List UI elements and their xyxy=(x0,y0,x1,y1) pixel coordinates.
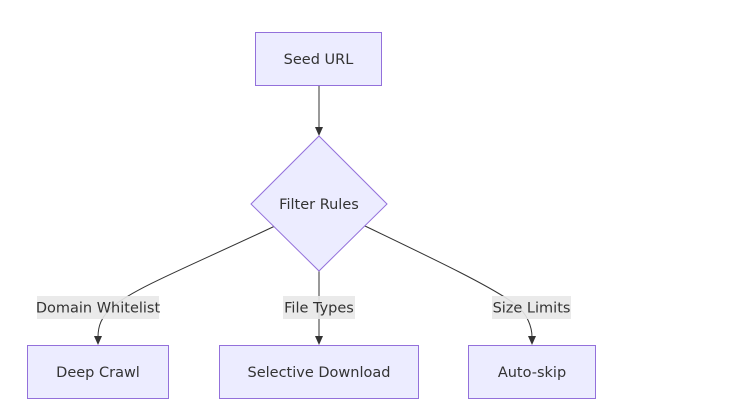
arrowhead xyxy=(315,336,323,345)
arrowhead xyxy=(315,127,323,136)
node-label: Selective Download xyxy=(248,365,391,381)
node-label: Auto-skip xyxy=(498,365,566,381)
node-filter-rules: Filter Rules xyxy=(250,135,388,272)
node-deep-crawl: Deep Crawl xyxy=(27,345,169,399)
arrowhead xyxy=(94,336,102,345)
edge-label-size-limits: Size Limits xyxy=(492,296,571,319)
node-seed-url: Seed URL xyxy=(255,32,382,86)
edge-label-file-types: File Types xyxy=(283,296,355,319)
edge-label-text: File Types xyxy=(284,301,354,317)
edge-filter-to-auto-skip xyxy=(364,225,536,345)
edge-label-text: Size Limits xyxy=(493,301,571,317)
node-auto-skip: Auto-skip xyxy=(468,345,596,399)
node-label: Seed URL xyxy=(284,52,354,68)
node-label: Deep Crawl xyxy=(56,365,140,381)
node-label: Filter Rules xyxy=(279,197,359,213)
edge-label-domain-whitelist: Domain Whitelist xyxy=(36,296,161,319)
edge-seed-to-filter xyxy=(315,86,323,136)
arrowhead xyxy=(528,336,536,345)
node-selective-download: Selective Download xyxy=(219,345,419,399)
nodes: Seed URL Filter Rules Deep Crawl Selecti… xyxy=(27,32,596,399)
edge-filter-to-deep-crawl xyxy=(94,225,276,345)
edge-label-text: Domain Whitelist xyxy=(36,301,161,317)
edge-labels: Domain Whitelist File Types Size Limits xyxy=(36,296,571,319)
